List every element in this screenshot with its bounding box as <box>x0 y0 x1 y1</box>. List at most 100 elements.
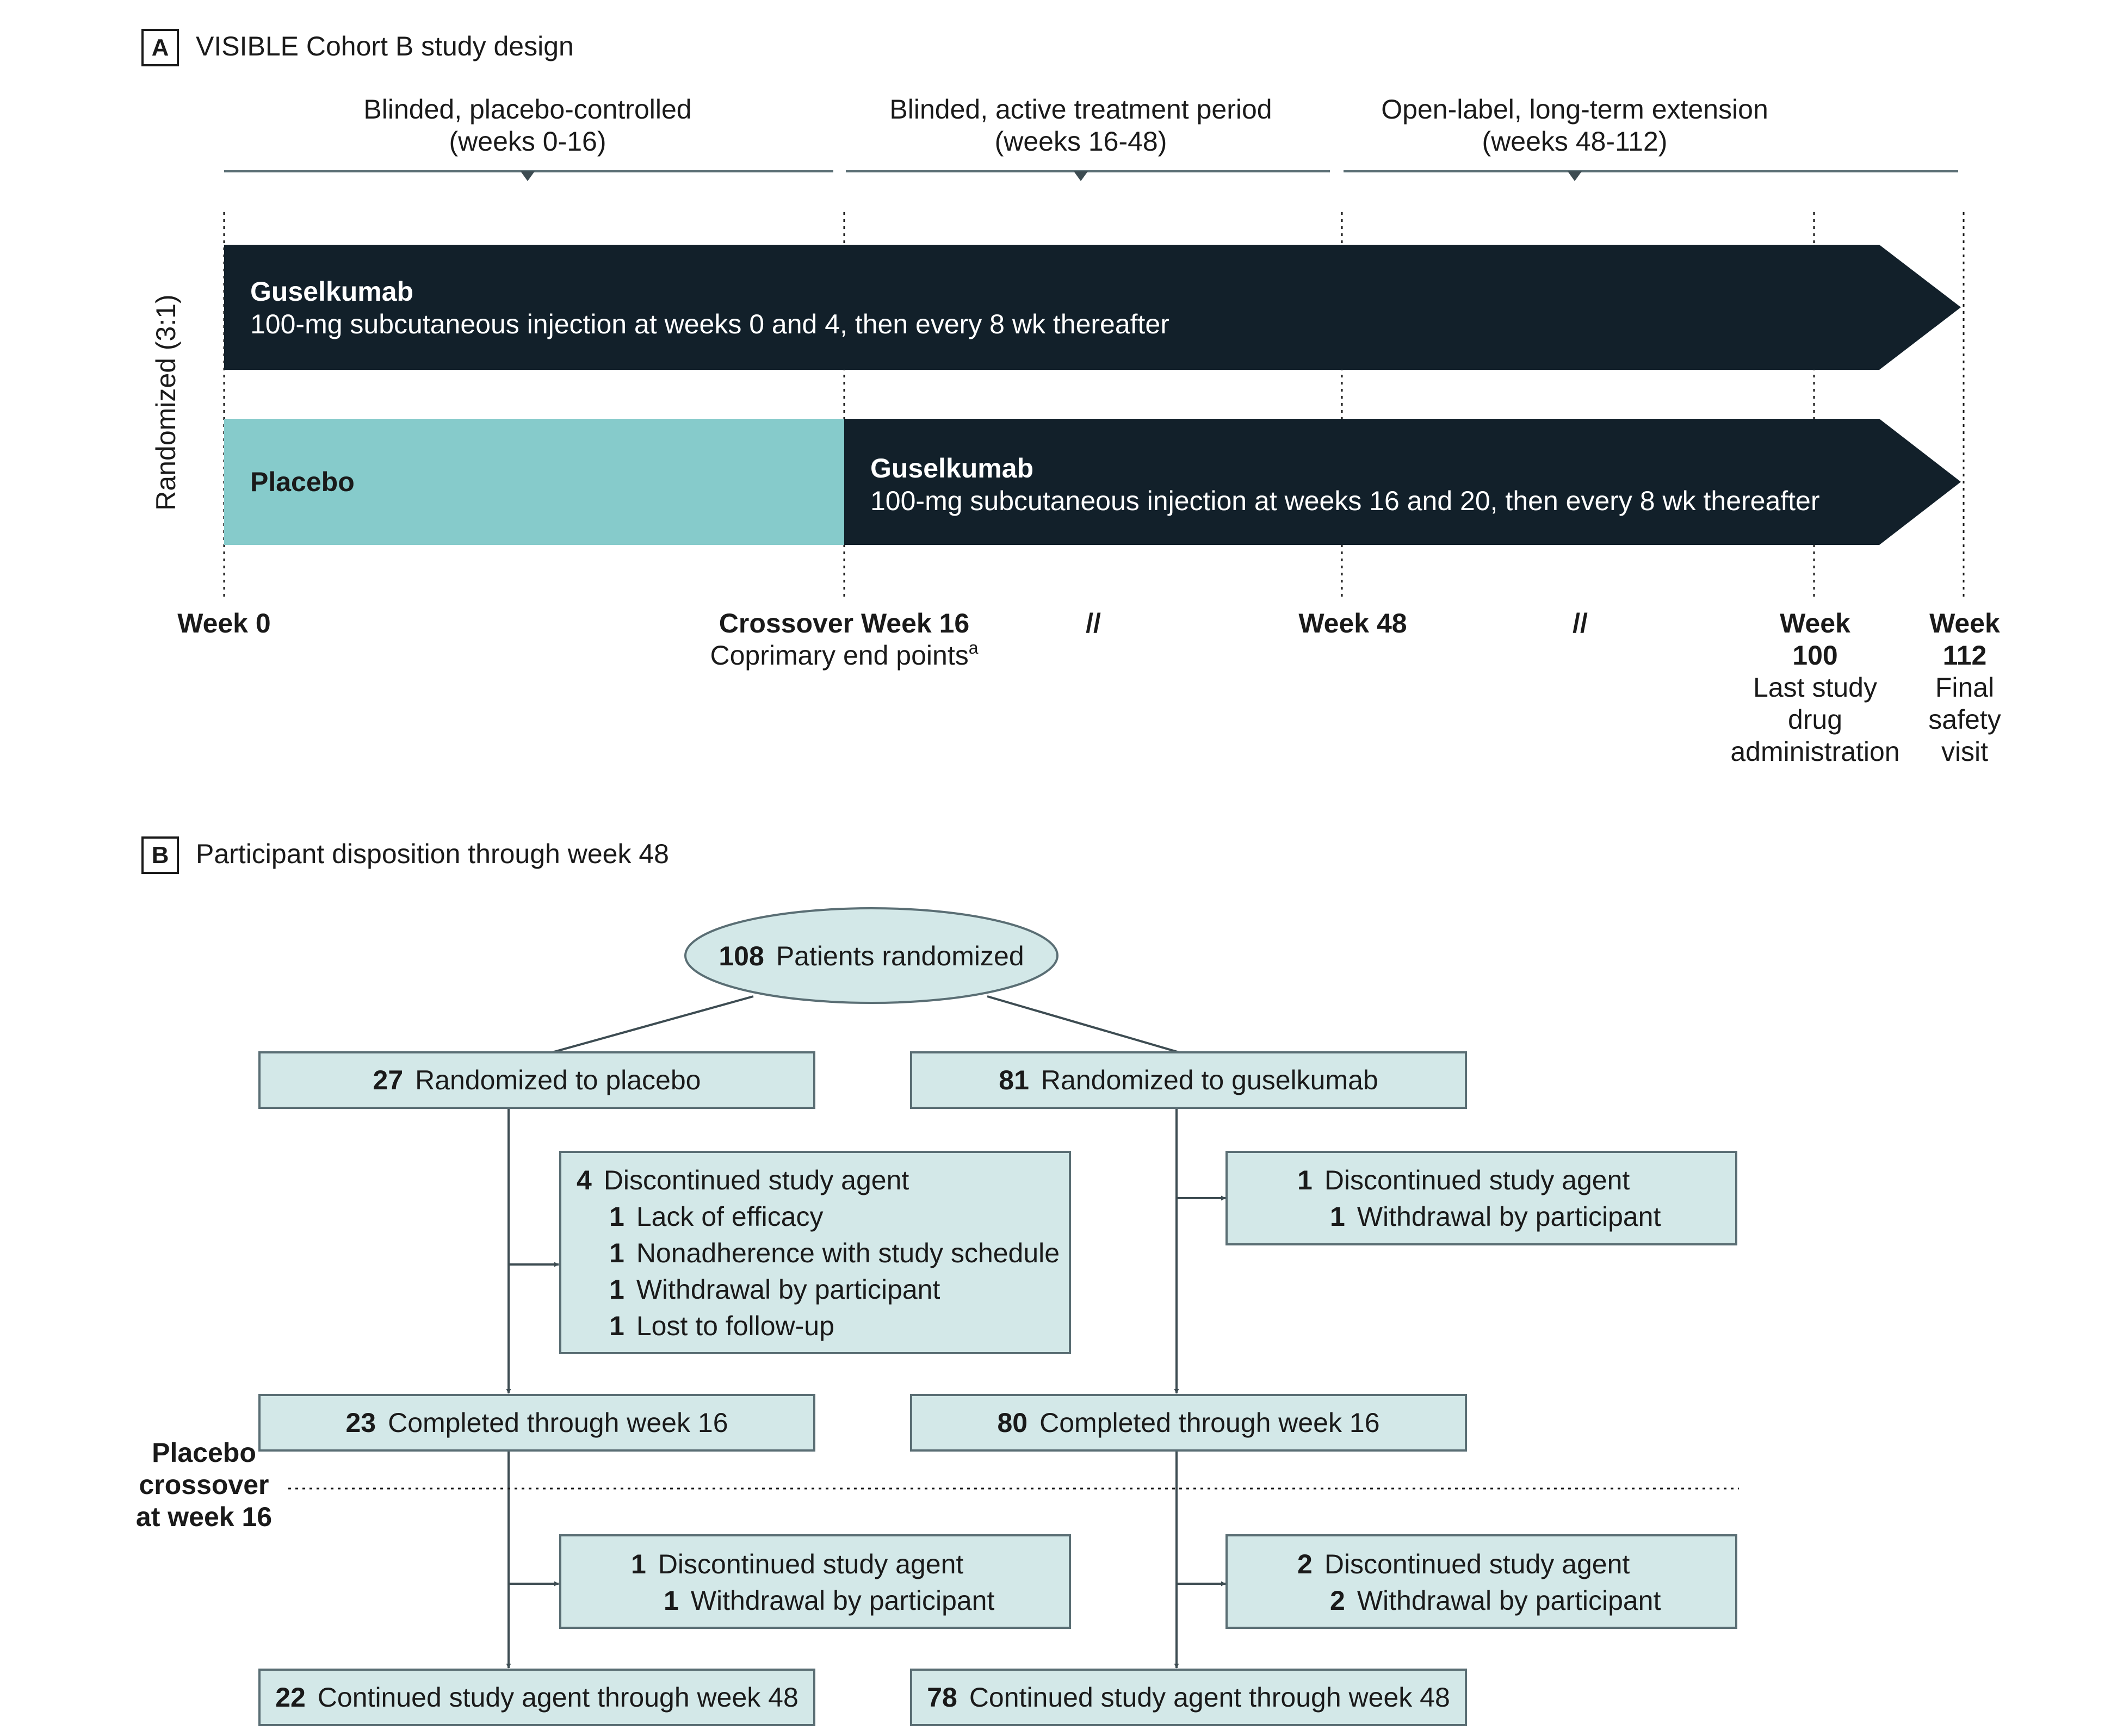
gus-week48-label: Continued study agent through week 48 <box>969 1682 1450 1713</box>
period-3-bracket-tick <box>1568 171 1582 181</box>
reason-label: Withdrawal by participant <box>1357 1201 1661 1232</box>
gus-week16-label: Completed through week 16 <box>1039 1408 1379 1438</box>
flow-connectors <box>506 995 1226 1669</box>
crossover-guselkumab-name: Guselkumab <box>870 453 1033 483</box>
timepoint-week0: Week 0 <box>177 608 270 638</box>
timepoint-week100-label: Week <box>1780 608 1850 638</box>
placebo-discontinued-box-2 <box>559 1534 1071 1629</box>
week112-desc-line1: Final <box>1935 672 1994 703</box>
period-2-bracket-tick <box>1074 171 1088 181</box>
crossover-label-line1: Placebo <box>152 1437 256 1468</box>
guselkumab-arm-box <box>910 1051 1467 1109</box>
connector-root-to-placebo <box>552 995 754 1053</box>
period-3-line1: Open-label, long-term extension <box>1381 94 1768 125</box>
reason-label: Withdrawal by participant <box>1357 1585 1661 1616</box>
timepoint-week112-number: 112 <box>1943 640 1987 671</box>
panel-a: A VISIBLE Cohort B study design Blinded,… <box>141 29 2001 767</box>
footnote-a: a <box>969 638 979 658</box>
period-2-line1: Blinded, active treatment period <box>889 94 1272 125</box>
placebo-disc2-header: 1 Discontinued study agent <box>631 1549 963 1579</box>
randomized-label: Patients randomized <box>776 941 1024 971</box>
timepoint-week16-endpoints: Coprimary end pointsa <box>710 638 978 671</box>
panel-a-title: VISIBLE Cohort B study design <box>196 31 574 61</box>
placebo-arm-label: Randomized to placebo <box>415 1065 701 1095</box>
gus-disc1-count: 1 <box>1297 1165 1313 1195</box>
period-1-bracket-tick <box>521 171 535 181</box>
placebo-disc1-reason-2: 1 Nonadherence with study schedule <box>609 1238 1060 1268</box>
panel-b-label-box <box>141 836 179 874</box>
panel-a-label-box <box>141 29 179 66</box>
gus-week16-count: 80 <box>997 1408 1027 1438</box>
week112-desc-line3: visit <box>1941 736 1988 767</box>
gus-disc2-count: 2 <box>1297 1549 1313 1579</box>
week112-desc-line2: safety <box>1928 704 2001 735</box>
week100-desc-line1: Last study <box>1753 672 1877 703</box>
reason-label: Withdrawal by participant <box>636 1274 940 1305</box>
reason-count: 1 <box>664 1585 679 1616</box>
period-header-3: Open-label, long-term extension (weeks 4… <box>1344 94 1958 181</box>
panel-b-label: B <box>152 842 169 869</box>
guselkumab-week48-text: 78 Continued study agent through week 48 <box>927 1682 1450 1713</box>
placebo-arm-bar <box>224 419 844 545</box>
placebo-week16-box <box>258 1394 815 1452</box>
gus-disc1-reason-1: 1 Withdrawal by participant <box>1330 1201 1661 1232</box>
placebo-disc2-count: 1 <box>631 1549 646 1579</box>
reason-count: 1 <box>609 1238 624 1268</box>
placebo-disc2-label: Discontinued study agent <box>658 1549 964 1579</box>
period-3-line2: (weeks 48-112) <box>1482 126 1668 157</box>
reason-count: 1 <box>1330 1201 1345 1232</box>
guselkumab-discontinued-box-1 <box>1225 1151 1737 1245</box>
guselkumab-arm-desc: 100-mg subcutaneous injection at weeks 0… <box>250 309 1169 339</box>
randomized-ratio-label: Randomized (3:1) <box>151 294 181 510</box>
placebo-arm-count: 27 <box>373 1065 404 1095</box>
timepoint-week112-label: Week <box>1929 608 2000 638</box>
gus-disc2-header: 2 Discontinued study agent <box>1297 1549 1630 1579</box>
gus-disc2-reason-1: 2 Withdrawal by participant <box>1330 1585 1661 1616</box>
placebo-week48-text: 22 Continued study agent through week 48 <box>275 1682 798 1713</box>
placebo-arm-box <box>258 1051 815 1109</box>
gus-week48-count: 78 <box>927 1682 957 1713</box>
week100-desc-line2: drug <box>1788 704 1842 735</box>
reason-label: Lost to follow-up <box>636 1311 834 1341</box>
placebo-week48-label: Continued study agent through week 48 <box>318 1682 798 1713</box>
period-header-2: Blinded, active treatment period (weeks … <box>846 94 1330 181</box>
reason-label: Withdrawal by participant <box>691 1585 995 1616</box>
placebo-week48-count: 22 <box>275 1682 306 1713</box>
connector-root-to-guselkumab <box>987 995 1180 1053</box>
panel-b-title: Participant disposition through week 48 <box>196 839 669 869</box>
guselkumab-arm-count: 81 <box>999 1065 1029 1095</box>
placebo-week16-count: 23 <box>345 1408 376 1438</box>
gus-disc2-label: Discontinued study agent <box>1324 1549 1630 1579</box>
crossover-label-line3: at week 16 <box>136 1502 272 1532</box>
randomized-ellipse <box>684 907 1058 1004</box>
guselkumab-week48-box <box>910 1669 1467 1726</box>
guselkumab-arm-bar <box>224 245 1961 370</box>
axis-break-2: // <box>1573 608 1588 638</box>
guselkumab-week16-text: 80 Completed through week 16 <box>997 1408 1379 1438</box>
placebo-week48-box <box>258 1669 815 1726</box>
reason-label: Nonadherence with study schedule <box>636 1238 1060 1268</box>
reason-count: 2 <box>1330 1585 1345 1616</box>
placebo-disc1-reason-4: 1 Lost to follow-up <box>609 1311 834 1341</box>
gus-disc1-header: 1 Discontinued study agent <box>1297 1165 1630 1195</box>
guselkumab-discontinued-box-2 <box>1225 1534 1737 1629</box>
period-2-line2: (weeks 16-48) <box>995 126 1167 157</box>
timepoint-week100-number: 100 <box>1792 640 1837 671</box>
reason-count: 1 <box>609 1311 624 1341</box>
placebo-disc1-count: 4 <box>577 1165 592 1195</box>
placebo-arm-box-text: 27 Randomized to placebo <box>373 1065 701 1095</box>
period-1-line1: Blinded, placebo-controlled <box>363 94 691 125</box>
placebo-disc2-reason-1: 1 Withdrawal by participant <box>664 1585 994 1616</box>
timepoint-week16: Crossover Week 16 <box>719 608 969 638</box>
timepoint-week48: Week 48 <box>1298 608 1407 638</box>
coprimary-endpoints-text: Coprimary end points <box>710 640 968 671</box>
crossover-guselkumab-desc: 100-mg subcutaneous injection at weeks 1… <box>870 486 1820 516</box>
panel-a-label: A <box>152 34 169 61</box>
gus-disc1-label: Discontinued study agent <box>1324 1165 1630 1195</box>
